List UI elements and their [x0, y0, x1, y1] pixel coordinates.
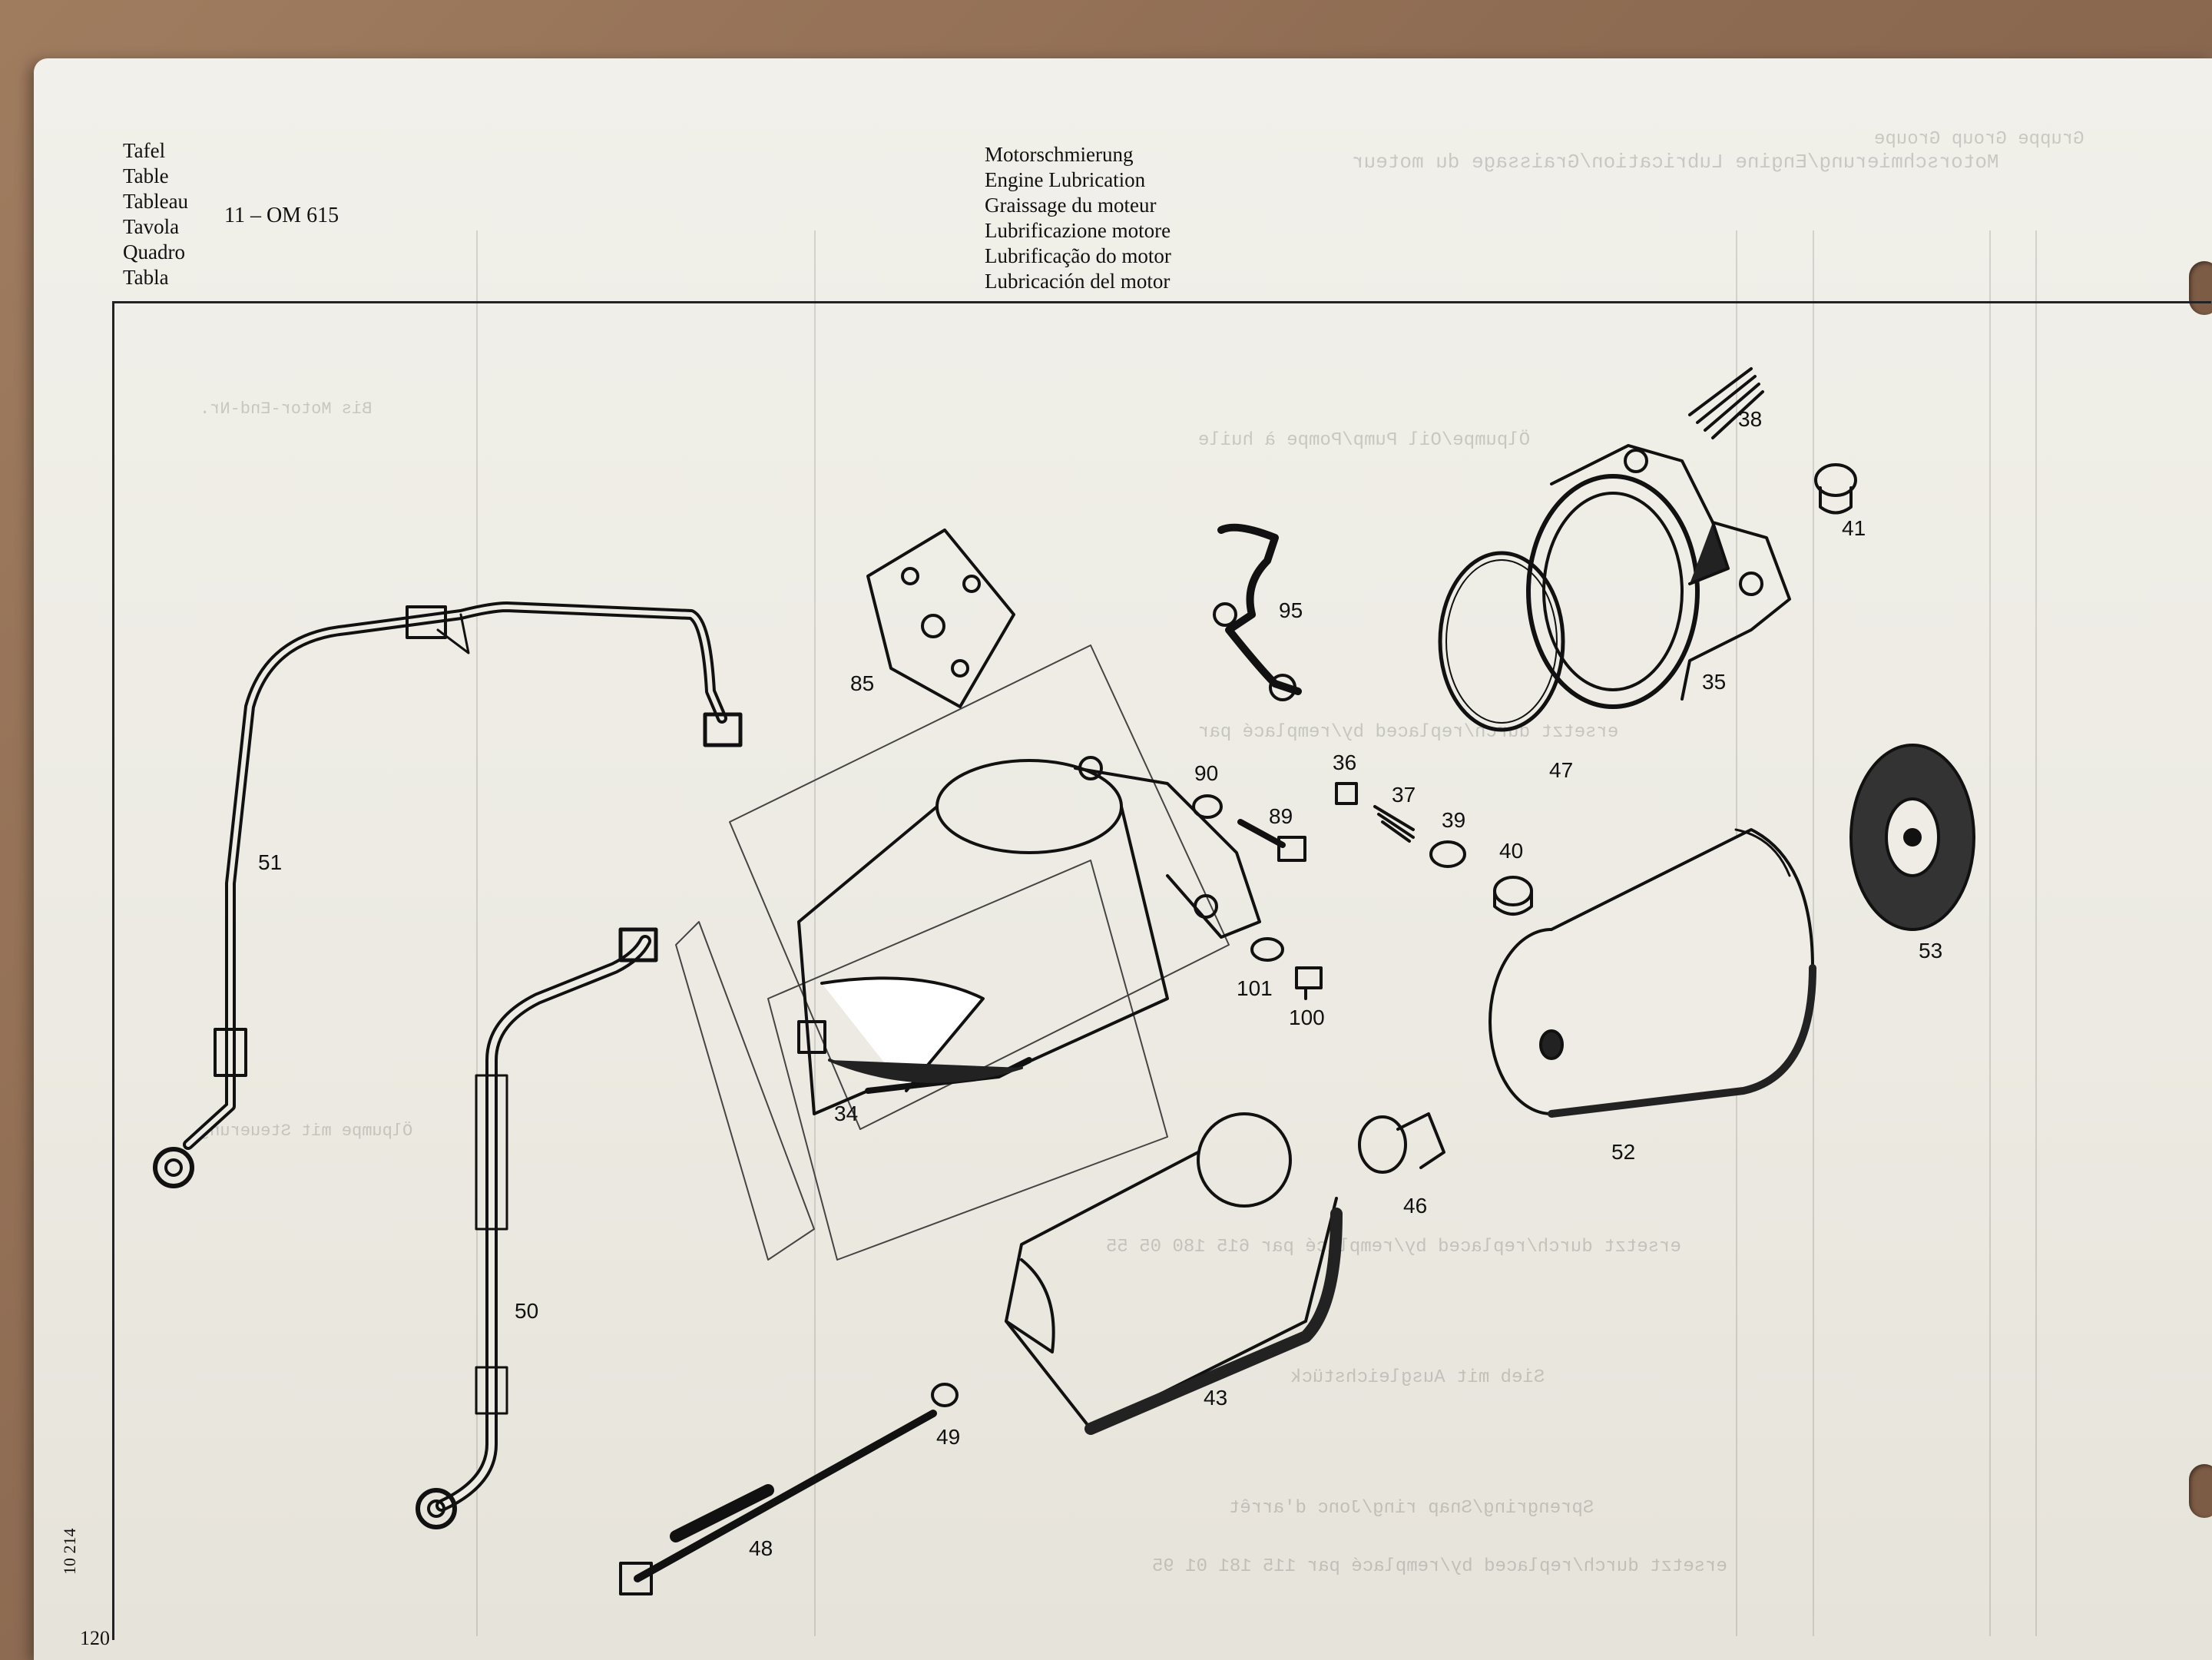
long-bolt-48 — [619, 1410, 937, 1595]
part-label-95: 95 — [1279, 598, 1303, 622]
header-label: Tafel — [123, 139, 166, 162]
assembly-outline — [675, 921, 815, 1261]
part-label-34: 34 — [834, 1102, 858, 1125]
part-label-35: 35 — [1702, 670, 1726, 694]
bleed-through-column — [814, 230, 816, 1636]
table-label-list: Tafel Table Tableau Tavola Quadro Tabla — [123, 138, 188, 290]
part-label-90: 90 — [1194, 761, 1218, 785]
page-number: 120 — [80, 1627, 110, 1649]
part-label-85: 85 — [850, 671, 874, 695]
washer-90 — [1192, 794, 1223, 819]
assembly-outline — [729, 644, 1230, 1130]
bleed-through-column — [476, 230, 478, 1636]
oil-line-50 — [416, 927, 658, 1529]
filter-housing-34 — [797, 756, 1261, 1115]
title-spanish: Lubricación del motor — [985, 270, 1171, 293]
table-number: 11 – OM 615 — [224, 204, 339, 227]
cover-53 — [1849, 744, 1975, 931]
part-label-37: 37 — [1392, 783, 1416, 807]
washer-49 — [931, 1383, 959, 1407]
bracket-95 — [1213, 523, 1302, 701]
header-label: Tabla — [123, 266, 169, 289]
page-title-block: Motorschmierung Engine Lubrication Grais… — [985, 142, 1171, 294]
part-label-50: 50 — [515, 1299, 538, 1323]
header-label: Table — [123, 164, 169, 187]
diagram-frame — [112, 301, 2211, 1640]
filter-bowl-43 — [1005, 1112, 1343, 1435]
catalog-page — [34, 58, 2212, 1660]
header-label: Tableau — [123, 190, 189, 213]
part-label-101: 101 — [1237, 976, 1273, 1000]
oil-pump-35 — [1526, 444, 1791, 709]
part-label-49: 49 — [936, 1425, 960, 1449]
binder-hole-top — [2189, 261, 2212, 315]
part-label-47: 47 — [1549, 758, 1573, 782]
valve-46 — [1358, 1112, 1445, 1174]
part-label-100: 100 — [1289, 1006, 1325, 1029]
part-label-41: 41 — [1842, 516, 1866, 540]
part-label-39: 39 — [1442, 808, 1465, 832]
seal-ring-39 — [1429, 840, 1466, 868]
title-italian: Lubrificazione motore — [985, 219, 1171, 242]
title-english: Engine Lubrication — [985, 168, 1146, 191]
bolt-89 — [1237, 819, 1306, 862]
part-label-52: 52 — [1611, 1140, 1635, 1164]
assembly-outline — [767, 860, 1168, 1261]
plug-41 — [1814, 463, 1857, 515]
header-label: Tavola — [123, 215, 180, 238]
part-label-89: 89 — [1269, 804, 1293, 828]
bleed-through-column — [1989, 230, 1991, 1636]
filter-element-52 — [1488, 828, 1816, 1118]
part-label-51: 51 — [258, 850, 282, 874]
title-portuguese: Lubrificação do motor — [985, 244, 1171, 267]
part-label-46: 46 — [1403, 1194, 1427, 1218]
washer-101 — [1250, 937, 1284, 962]
side-code: 10 214 — [60, 1528, 79, 1576]
part-label-48: 48 — [749, 1536, 773, 1560]
title-french: Graissage du moteur — [985, 194, 1157, 217]
plug-40 — [1493, 876, 1533, 916]
plug-36 — [1335, 782, 1358, 805]
spring-37 — [1373, 805, 1415, 843]
part-label-43: 43 — [1204, 1386, 1227, 1410]
gasket-85 — [866, 528, 1015, 708]
header-label: Quadro — [123, 240, 185, 263]
bleed-through-column — [2035, 230, 2037, 1636]
bleed-through-column — [1813, 230, 1814, 1636]
part-label-36: 36 — [1333, 750, 1356, 774]
part-label-38: 38 — [1738, 407, 1762, 431]
spring-38 — [1688, 367, 1764, 439]
o-ring-47 — [1438, 551, 1565, 732]
o-ring-47-inner — [1445, 559, 1558, 724]
title-german: Motorschmierung — [985, 143, 1134, 166]
oil-line-51 — [153, 601, 743, 1188]
binder-hole-bottom — [2189, 1464, 2212, 1518]
part-label-53: 53 — [1919, 939, 1942, 963]
screw-100 — [1295, 966, 1323, 1000]
part-label-40: 40 — [1499, 839, 1523, 863]
